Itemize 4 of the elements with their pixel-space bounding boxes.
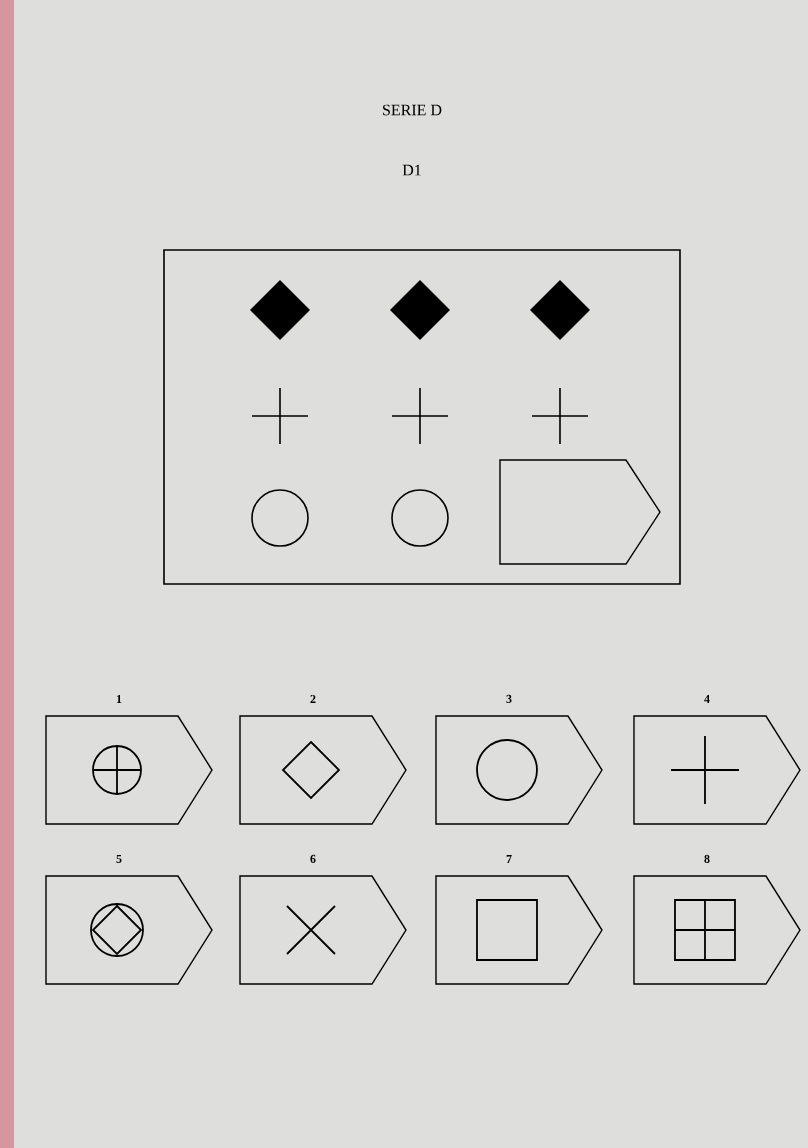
matrix-frame	[163, 249, 681, 585]
label: D1	[402, 164, 421, 176]
answer-option	[499, 459, 661, 565]
title: SERIE D	[383, 104, 442, 116]
